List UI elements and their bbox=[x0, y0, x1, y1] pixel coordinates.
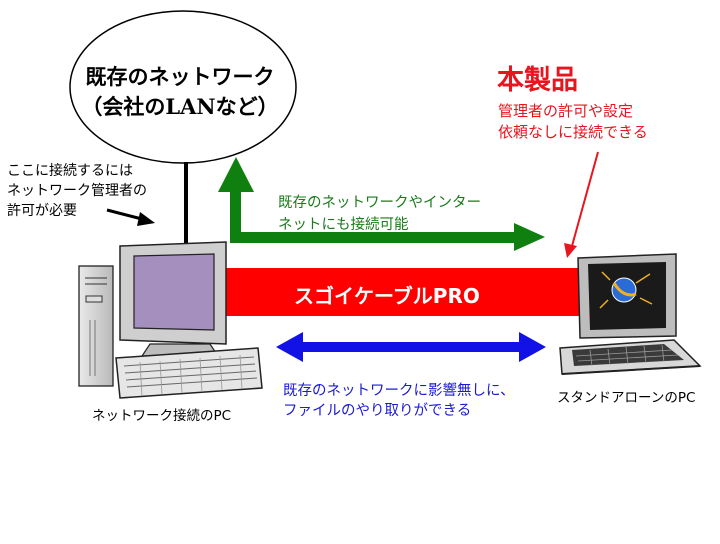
cable-bar bbox=[216, 268, 588, 316]
blue-arrow bbox=[276, 332, 546, 362]
permission-note: ここに接続するには ネットワーク管理者の 許可が必要 bbox=[7, 161, 147, 221]
permission-note-line1: ここに接続するには bbox=[7, 163, 133, 179]
network-cloud bbox=[69, 10, 297, 164]
pc-label: ネットワーク接続のPC bbox=[92, 408, 232, 424]
product-description: 管理者の許可や設定 依頼なしに接続できる bbox=[498, 101, 648, 143]
green-arrow-label: 既存のネットワークやインター ネットにも接続可能 bbox=[278, 192, 481, 236]
cloud-label: 既存のネットワーク （会社のLANなど） bbox=[70, 62, 290, 122]
green-arrow-line1: 既存のネットワークやインター bbox=[278, 195, 481, 211]
permission-note-line2: ネットワーク管理者の bbox=[7, 183, 147, 199]
blue-arrow-label: 既存のネットワークに影響無しに、 ファイルのやり取りができる bbox=[283, 381, 515, 421]
laptop-label: スタンドアローンのPC bbox=[557, 390, 696, 406]
green-arrow-line2: ネットにも接続可能 bbox=[278, 217, 409, 233]
laptop-icon bbox=[559, 253, 702, 375]
product-title: 本製品 bbox=[497, 65, 578, 96]
note-pointer-arrow bbox=[106, 208, 155, 226]
product-desc-line2: 依頼なしに接続できる bbox=[498, 123, 648, 141]
blue-arrow-line1: 既存のネットワークに影響無しに、 bbox=[283, 383, 515, 399]
cloud-label-line1: 既存のネットワーク bbox=[85, 64, 275, 89]
desktop-pc-icon bbox=[78, 241, 263, 399]
blue-arrow-line2: ファイルのやり取りができる bbox=[283, 403, 472, 419]
product-pointer-arrow bbox=[564, 151, 599, 258]
product-desc-line1: 管理者の許可や設定 bbox=[498, 102, 634, 120]
cable-label: スゴイケーブルPRO bbox=[294, 284, 480, 308]
permission-note-line3: 許可が必要 bbox=[7, 203, 77, 219]
green-arrow bbox=[218, 157, 545, 251]
cloud-label-line2: （会社のLANなど） bbox=[81, 94, 279, 119]
